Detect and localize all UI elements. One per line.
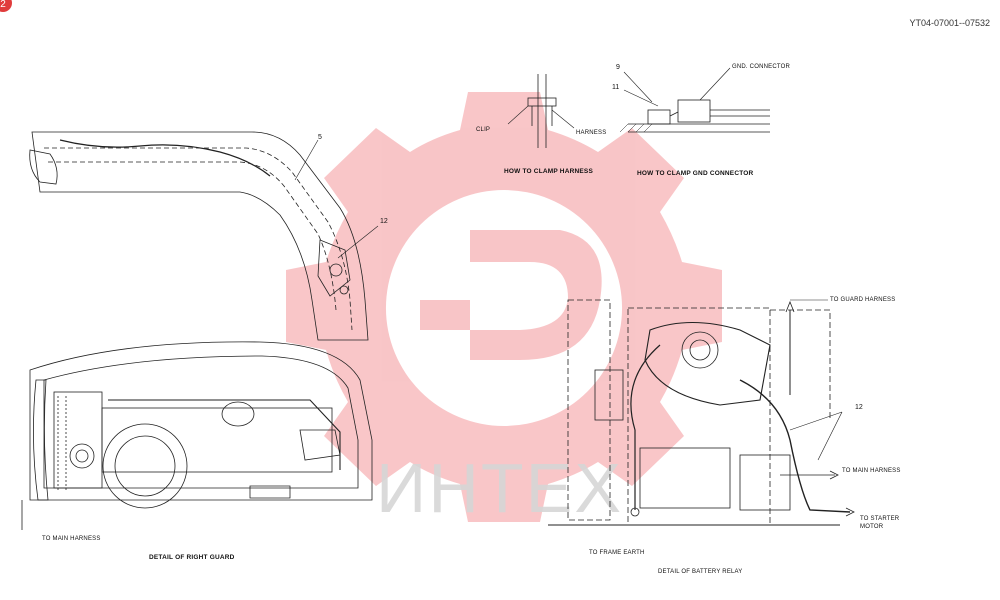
clamp-harness-sketch	[507, 74, 575, 148]
to-frame-earth-label: TO FRAME EARTH	[589, 550, 645, 556]
to-guard-harness-label: TO GUARD HARNESS	[830, 297, 896, 303]
clip-label: CLIP	[476, 127, 491, 133]
callout-12-relay: 12	[855, 404, 863, 411]
clamp-gnd-caption: HOW TO CLAMP GND CONNECTOR	[637, 170, 754, 177]
battery-relay-detail	[548, 299, 855, 526]
right-guard-caption: DETAIL OF RIGHT GUARD	[149, 554, 235, 561]
to-main-harness-label-left: TO MAIN HARNESS	[42, 536, 101, 542]
harness-label: HARNESS	[576, 130, 607, 136]
watermark-text: ИНТЕХ	[376, 449, 624, 527]
right-guard-detail-view	[21, 341, 373, 530]
gnd-connector-label: GND. CONNECTOR	[732, 64, 791, 70]
callout-5: 5	[318, 134, 322, 141]
page-badge: 2	[0, 0, 12, 12]
to-starter-label-line1: TO STARTER	[860, 516, 900, 522]
callout-9: 9	[616, 64, 620, 71]
battery-relay-caption: DETAIL OF BATTERY RELAY	[658, 569, 743, 575]
document-id: YT04-07001--07532	[909, 18, 990, 28]
gnd-connector-sketch	[619, 67, 770, 133]
clamp-harness-caption: HOW TO CLAMP HARNESS	[504, 168, 593, 175]
to-main-harness-label-right: TO MAIN HARNESS	[842, 468, 901, 474]
right-guard-side-view	[29, 131, 379, 341]
callout-12-guard: 12	[380, 218, 388, 225]
to-starter-label-line2: MOTOR	[860, 524, 884, 530]
callout-11: 11	[612, 84, 620, 91]
